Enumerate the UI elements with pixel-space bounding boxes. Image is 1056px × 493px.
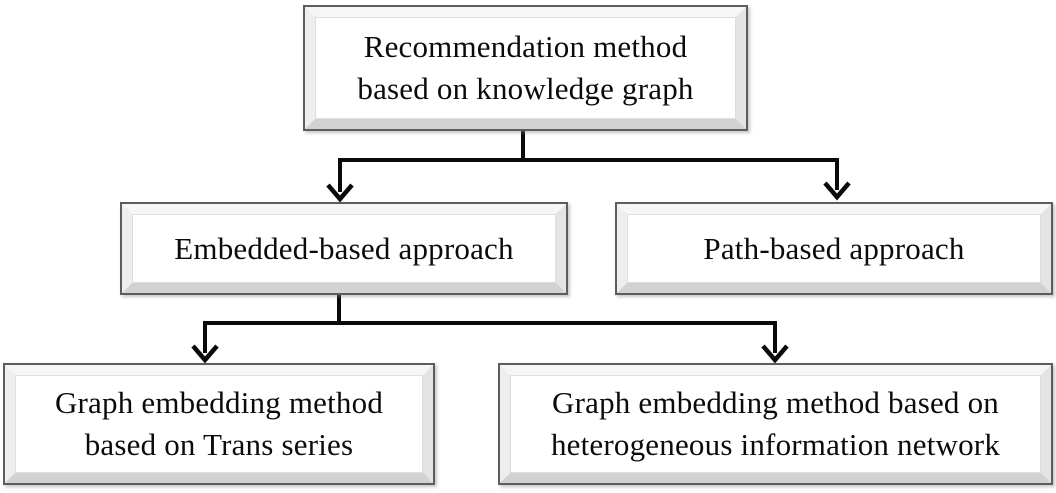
node-recommendation-method: Recommendation method based on knowledge… — [303, 5, 748, 131]
arrow-down-trans — [191, 344, 219, 364]
node-label: Path-based approach — [703, 230, 965, 266]
node-face: Recommendation method based on knowledge… — [315, 17, 736, 119]
node-face: Graph embedding method based on heteroge… — [510, 375, 1041, 473]
node-embedded-based-approach: Embedded-based approach — [120, 202, 568, 295]
node-face: Path-based approach — [627, 214, 1041, 283]
arrow-down-embedded — [326, 183, 354, 203]
node-path-based-approach: Path-based approach — [615, 202, 1053, 295]
connector-embedded-to-children — [191, 294, 789, 364]
node-label: Graph embedding method based on Trans se… — [54, 385, 384, 462]
node-graph-embedding-trans-series: Graph embedding method based on Trans se… — [3, 363, 435, 485]
node-label: Recommendation method based on knowledge… — [357, 29, 694, 106]
node-bevel: Graph embedding method based on Trans se… — [5, 365, 433, 483]
node-graph-embedding-heterogeneous-network: Graph embedding method based on heteroge… — [498, 363, 1053, 485]
node-bevel: Recommendation method based on knowledge… — [305, 7, 746, 129]
node-bevel: Embedded-based approach — [122, 204, 566, 293]
node-face: Graph embedding method based on Trans se… — [15, 375, 423, 473]
node-label: Embedded-based approach — [174, 230, 514, 266]
arrow-down-path — [823, 181, 851, 201]
node-bevel: Path-based approach — [617, 204, 1051, 293]
node-bevel: Graph embedding method based on heteroge… — [500, 365, 1051, 483]
arrow-down-hetero — [761, 344, 789, 364]
node-face: Embedded-based approach — [132, 214, 556, 283]
node-label: Graph embedding method based on heteroge… — [550, 385, 1001, 462]
connector-root-to-children — [326, 129, 851, 203]
